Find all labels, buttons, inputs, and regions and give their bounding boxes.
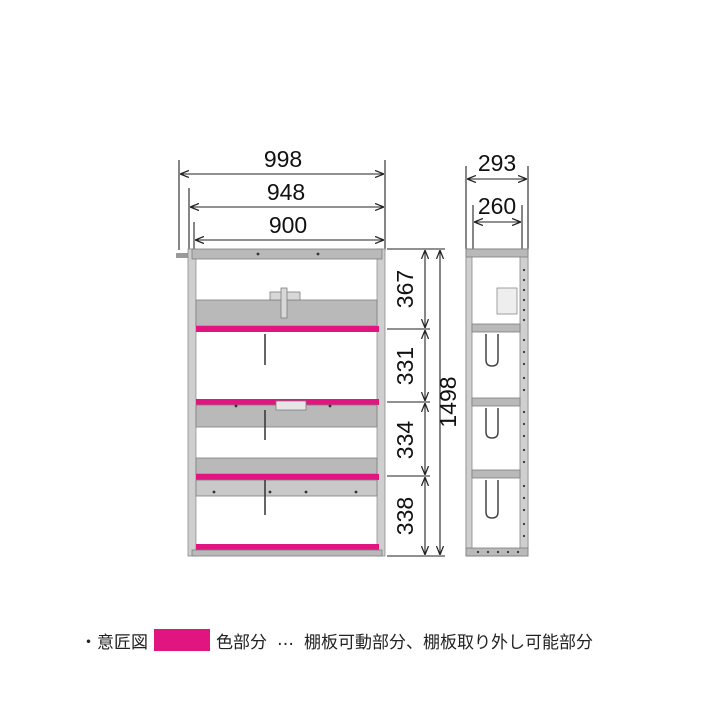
- side-depth-dimensions: [465, 166, 529, 250]
- height-338-label: 338: [392, 497, 418, 535]
- legend-color-swatch: [154, 629, 210, 651]
- depth-293-label: 293: [478, 150, 516, 176]
- side-view-cabinet: [465, 248, 529, 557]
- legend-prefix: ・意匠図: [80, 632, 148, 653]
- front-width-dimensions: [178, 160, 386, 250]
- legend-dots: …: [277, 630, 294, 650]
- depth-260-label: 260: [478, 193, 516, 219]
- width-998-label: 998: [264, 146, 302, 172]
- height-1498-label: 1498: [435, 376, 461, 427]
- width-900-label: 900: [269, 212, 307, 238]
- legend: ・意匠図 色部分 … 棚板可動部分、棚板取り外し可能部分: [80, 625, 593, 655]
- legend-description: 棚板可動部分、棚板取り外し可能部分: [304, 632, 593, 653]
- width-948-label: 948: [267, 179, 305, 205]
- legend-color-label: 色部分: [216, 632, 267, 653]
- height-367-label: 367: [392, 270, 418, 308]
- height-334-label: 334: [392, 421, 418, 460]
- front-view-cabinet: [176, 248, 386, 557]
- height-331-label: 331: [392, 347, 418, 385]
- front-height-dimensions: [387, 248, 445, 557]
